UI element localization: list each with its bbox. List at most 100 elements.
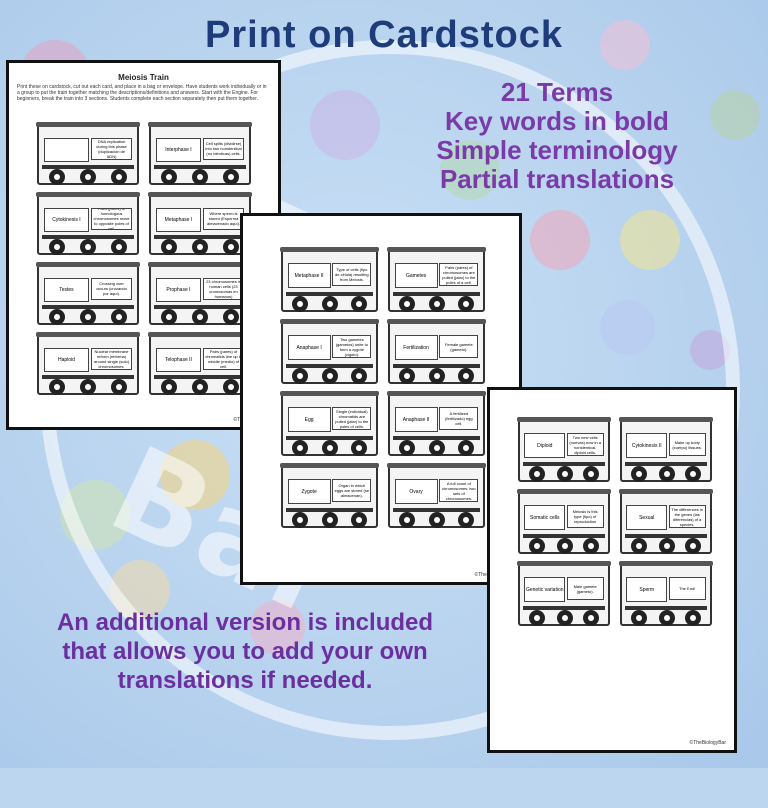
wheel-icon xyxy=(111,309,128,325)
wheel-icon xyxy=(80,239,97,255)
card-base xyxy=(41,305,135,310)
wheel-icon xyxy=(223,379,240,395)
card-term: Anaphase II xyxy=(394,407,438,432)
card-roof xyxy=(148,192,252,197)
card-term: Gametes xyxy=(394,263,438,288)
wheel-icon xyxy=(111,379,128,395)
card-term: Zygote xyxy=(287,479,331,504)
card-roof xyxy=(387,463,486,468)
card-definition: Female gamete (gameto). xyxy=(439,335,479,358)
wheel-icon xyxy=(399,440,416,456)
card-base xyxy=(392,291,481,296)
card-definition: Make up body (cuerpo) tissues. xyxy=(668,433,706,456)
wheel-icon xyxy=(583,466,600,482)
card-term: Haploid xyxy=(43,347,89,372)
card-base xyxy=(285,507,374,512)
wheel-icon xyxy=(630,610,647,626)
card-roof xyxy=(619,561,713,566)
card-roof xyxy=(517,417,611,422)
features-list: 21 Terms Key words in bold Simple termin… xyxy=(392,78,722,194)
card-definition: Pairs (pares) of chromosomes are pulled … xyxy=(439,263,479,286)
card-term: Somatic cells xyxy=(524,505,566,530)
wheel-icon xyxy=(350,512,367,528)
wheel-icon xyxy=(292,512,309,528)
wheel-icon xyxy=(429,440,446,456)
card-roof xyxy=(280,319,379,324)
wheel-icon xyxy=(658,610,675,626)
wheel-icon xyxy=(223,169,240,185)
card-definition: A full count of chromosomes; two sets of… xyxy=(439,479,479,502)
feature-item: 21 Terms xyxy=(500,77,614,107)
card-base xyxy=(392,435,481,440)
wheel-icon xyxy=(685,610,702,626)
wheel-icon xyxy=(457,296,474,312)
card-roof xyxy=(387,319,486,324)
decor-dot xyxy=(710,90,760,140)
wheel-icon xyxy=(111,239,128,255)
wheel-icon xyxy=(160,379,177,395)
wheel-icon xyxy=(292,368,309,384)
wheel-icon xyxy=(429,512,446,528)
card-roof xyxy=(36,122,140,127)
wheel-icon xyxy=(429,296,446,312)
wheel-icon xyxy=(48,309,65,325)
wheel-icon xyxy=(457,440,474,456)
wheel-icon xyxy=(350,368,367,384)
card-base xyxy=(624,605,708,610)
card-roof xyxy=(280,391,379,396)
card-definition: Two gametes (gametos) unite to form a zy… xyxy=(332,335,372,358)
card-definition: Where sperm is stored (Esperma almacenad… xyxy=(202,207,245,230)
card-roof xyxy=(148,122,252,127)
wheel-icon xyxy=(528,610,545,626)
worksheet-heading: Meiosis Train xyxy=(118,73,169,82)
card-base xyxy=(153,235,247,240)
wheel-icon xyxy=(350,296,367,312)
card-definition: Cell splits (dividirse) into two noniden… xyxy=(202,137,245,160)
wheel-icon xyxy=(80,379,97,395)
wheel-icon xyxy=(685,466,702,482)
wheel-icon xyxy=(160,309,177,325)
wheel-icon xyxy=(192,239,209,255)
wheel-icon xyxy=(48,239,65,255)
wheel-icon xyxy=(457,512,474,528)
card-roof xyxy=(619,489,713,494)
card-base xyxy=(285,435,374,440)
wheel-icon xyxy=(399,368,416,384)
wheel-icon xyxy=(80,309,97,325)
card-term: Diploid xyxy=(524,433,566,458)
card-term: Interphase I xyxy=(155,137,201,162)
card-definition: Male gamete (gameto). xyxy=(566,577,604,600)
card-term: Metaphase I xyxy=(155,207,201,232)
card-roof xyxy=(387,247,486,252)
card-definition: The differences in the genes (las difere… xyxy=(668,505,706,528)
card-base xyxy=(153,305,247,310)
card-term: Cytokinesis I xyxy=(43,207,89,232)
wheel-icon xyxy=(556,538,573,554)
wheel-icon xyxy=(223,309,240,325)
card-definition: DNA replication during this phase (dupli… xyxy=(90,137,133,160)
wheel-icon xyxy=(80,169,97,185)
card-definition: Organ in which eggs are stored (se almac… xyxy=(332,479,372,502)
card-term: Sperm xyxy=(626,577,668,602)
card-base xyxy=(522,533,606,538)
card-base xyxy=(153,375,247,380)
wheel-icon xyxy=(556,466,573,482)
card-roof xyxy=(517,489,611,494)
wheel-icon xyxy=(399,512,416,528)
card-term: Prophase I xyxy=(155,277,201,302)
card-definition: Type of cells (tipo de célula) resulting… xyxy=(332,263,372,286)
wheel-icon xyxy=(322,512,339,528)
additional-version-note: An additional version is included that a… xyxy=(56,609,434,694)
wheel-icon xyxy=(111,169,128,185)
